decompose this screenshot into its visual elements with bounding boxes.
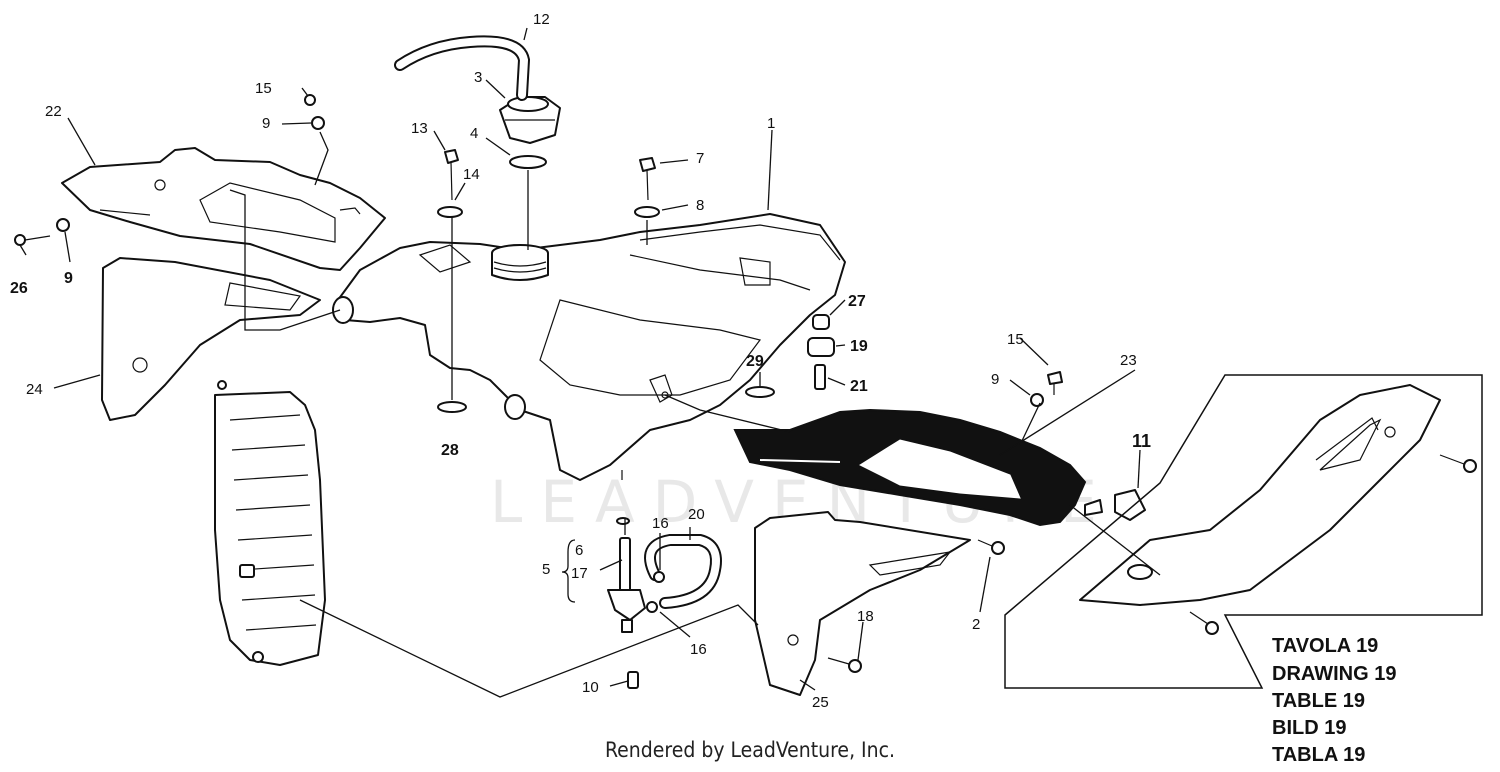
callout-27: 27	[848, 293, 866, 310]
callout-16-lower: 16	[690, 641, 707, 658]
callout-23: 23	[1120, 352, 1137, 369]
inset-frame	[1004, 374, 1483, 689]
callout-18: 18	[857, 608, 874, 625]
inset-bolt-upper	[1439, 454, 1477, 473]
callout-9-lower-left: 9	[64, 270, 73, 287]
left-lower-panel	[101, 257, 321, 421]
table-label-table: TABLE 19	[1272, 690, 1365, 712]
callout-14: 14	[463, 166, 480, 183]
callout-28: 28	[441, 442, 459, 459]
callout-11: 11	[1132, 431, 1151, 451]
callout-15-left: 15	[255, 80, 272, 97]
callout-5: 5	[542, 561, 550, 578]
tank-bolt-7	[634, 157, 660, 218]
callout-9-left: 9	[262, 115, 270, 132]
breather-hose	[394, 35, 531, 101]
fuel-tap-assembly	[607, 470, 722, 689]
callout-13: 13	[411, 120, 428, 137]
callout-26: 26	[10, 280, 28, 297]
fuel-tank	[332, 213, 846, 481]
inset-bolt-lower	[1189, 611, 1219, 635]
callout-2: 2	[972, 616, 980, 633]
washer-9-left	[311, 116, 325, 130]
table-label-drawing: DRAWING 19	[1272, 663, 1396, 685]
callout-7: 7	[696, 150, 704, 167]
washer-9-right	[1030, 393, 1044, 407]
callout-1: 1	[767, 115, 775, 132]
callout-labels: 12 3 15 9 22 13 4 14 7 8 1 26 9 24 27 19…	[10, 11, 1151, 711]
footer-credit: Rendered by LeadVenture, Inc.	[605, 738, 895, 762]
right-lower-panel	[754, 511, 971, 696]
washer-29	[745, 386, 775, 398]
callout-9-right: 9	[991, 371, 999, 388]
callout-21: 21	[850, 378, 868, 395]
callout-19: 19	[850, 338, 868, 355]
callout-3: 3	[474, 69, 482, 86]
bolt-2	[977, 539, 1005, 555]
callout-25: 25	[812, 694, 829, 711]
callout-20: 20	[688, 506, 705, 523]
radiator	[214, 380, 326, 666]
callout-4: 4	[470, 125, 478, 142]
left-upper-shroud	[61, 147, 386, 271]
callout-6: 6	[575, 542, 583, 559]
table-label-bild: BILD 19	[1272, 717, 1346, 739]
callout-22: 22	[45, 103, 62, 120]
washer-28	[437, 401, 467, 413]
table-label-tabla: TABLA 19	[1272, 744, 1365, 766]
grommet-stack	[807, 314, 835, 390]
table-label-tavola: TAVOLA 19	[1272, 635, 1378, 657]
callout-15-right: 15	[1007, 331, 1024, 348]
bolt-15-right	[1047, 371, 1063, 395]
callout-12: 12	[533, 11, 550, 28]
bolt-15-left	[304, 94, 316, 106]
washer-9-lower-left	[56, 218, 70, 232]
callout-10: 10	[582, 679, 599, 696]
callout-29: 29	[746, 353, 764, 370]
callout-8: 8	[696, 197, 704, 214]
tank-bolt-13	[437, 149, 463, 218]
bolt-18	[827, 657, 862, 673]
bolt-26	[14, 234, 51, 246]
fuel-cap	[499, 96, 561, 144]
clip-11	[1084, 489, 1146, 521]
callout-16-upper: 16	[652, 515, 669, 532]
right-upper-shroud	[733, 408, 1087, 527]
callout-24: 24	[26, 381, 43, 398]
leader-lines	[19, 27, 1161, 698]
table-labels: TAVOLA 19 DRAWING 19 TABLE 19 BILD 19 TA…	[1272, 635, 1396, 766]
cap-washer	[509, 155, 547, 169]
callout-17: 17	[571, 565, 588, 582]
